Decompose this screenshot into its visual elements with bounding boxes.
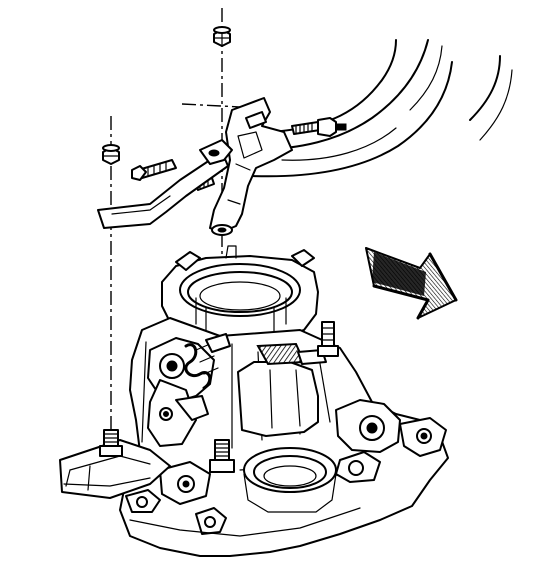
stud-right (209, 439, 235, 473)
bracket-upper (209, 97, 293, 236)
bracket-lower (97, 139, 233, 229)
nut-upper-left (102, 144, 120, 165)
nut-upper-right (213, 26, 231, 47)
return-spring (184, 333, 231, 390)
bolt-bracket-left (131, 159, 177, 181)
throttle-body (161, 245, 319, 343)
intake-port (243, 447, 337, 513)
stud-rear (317, 321, 339, 357)
bolt-bracket-right (291, 117, 347, 137)
right-flange (399, 417, 447, 457)
direction-arrow (365, 247, 458, 320)
centerline-bolt-upper (181, 103, 261, 109)
throttle-lever (147, 337, 215, 447)
hose-lines (247, 39, 513, 178)
stud-left (99, 429, 123, 457)
